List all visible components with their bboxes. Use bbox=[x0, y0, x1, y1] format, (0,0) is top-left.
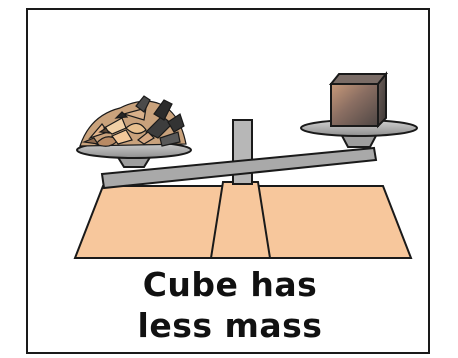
metal-cube-icon bbox=[331, 74, 386, 126]
scrap-pile-icon bbox=[80, 96, 186, 146]
caption-line-2: less mass bbox=[28, 308, 430, 344]
scale-base bbox=[75, 182, 411, 258]
caption-line-1: Cube has bbox=[28, 267, 430, 303]
illustration-frame: Cube has less mass bbox=[26, 8, 430, 354]
